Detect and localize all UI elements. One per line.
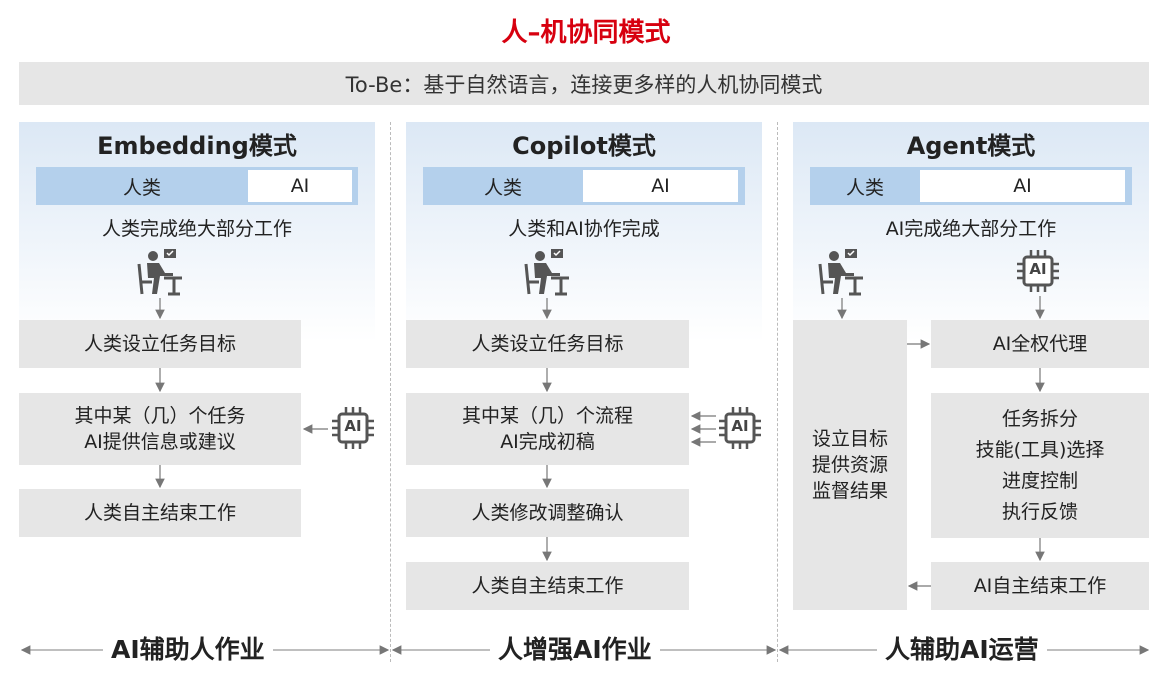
column-bg xyxy=(406,122,762,342)
chip-label: AI xyxy=(731,417,749,435)
step-line: 执行反馈 xyxy=(1001,500,1078,523)
divider xyxy=(390,122,391,662)
step-line: 其中某（几）个任务 xyxy=(74,405,246,427)
step-box: 人类设立任务目标 xyxy=(19,320,301,368)
human-share: 人类 xyxy=(122,176,161,199)
mode-title: Embedding模式 xyxy=(97,132,297,160)
divider xyxy=(777,122,778,662)
step-box: 其中某（几）个任务 AI提供信息或建议 xyxy=(19,393,301,465)
step-box: 人类修改调整确认 xyxy=(406,489,689,537)
mode-footer: 人增强AI作业 xyxy=(490,630,660,666)
human-share: 人类 xyxy=(483,176,522,199)
chip-label: AI xyxy=(1029,260,1047,278)
column-bg xyxy=(793,122,1149,342)
mode-title: Copilot模式 xyxy=(512,132,656,160)
step-line: 技能(工具)选择 xyxy=(975,438,1105,461)
mode-footer: 人辅助AI运营 xyxy=(877,630,1047,666)
mode-summary: 人类和AI协作完成 xyxy=(508,218,660,240)
ratio-bar: 人类 AI xyxy=(810,167,1132,205)
ai-share: AI xyxy=(920,170,1125,202)
step-box: 人类自主结束工作 xyxy=(406,562,689,610)
role-line: 设立目标 xyxy=(811,428,888,450)
step-line: 任务拆分 xyxy=(1001,407,1078,430)
page-title: 人–机协同模式 xyxy=(501,18,671,48)
column-bg xyxy=(19,122,375,342)
step-line: AI完成初稿 xyxy=(500,431,595,453)
step-box: 任务拆分 技能(工具)选择 进度控制 执行反馈 xyxy=(931,393,1149,538)
mode-summary: AI完成绝大部分工作 xyxy=(885,218,1057,240)
step-box: 人类自主结束工作 xyxy=(19,489,301,537)
mode-footer: AI辅助人作业 xyxy=(103,630,273,666)
ai-share: AI xyxy=(583,170,738,202)
ai-chip-icon: AI xyxy=(717,405,763,451)
chip-label: AI xyxy=(344,417,362,435)
human-share: 人类 xyxy=(845,176,884,199)
step-box: AI全权代理 xyxy=(931,320,1149,368)
person-at-desk-icon xyxy=(524,249,569,296)
person-at-desk-icon xyxy=(137,249,182,296)
person-at-desk-icon xyxy=(818,249,863,296)
step-line: 其中某（几）个流程 xyxy=(461,405,633,427)
step-box: 人类设立任务目标 xyxy=(406,320,689,368)
human-role-box: 设立目标 提供资源 监督结果 xyxy=(793,320,907,610)
ratio-bar: 人类 AI xyxy=(423,167,745,205)
ratio-bar: 人类 AI xyxy=(36,167,358,205)
step-line: AI提供信息或建议 xyxy=(84,431,236,453)
mode-title: Agent模式 xyxy=(906,132,1036,160)
role-line: 监督结果 xyxy=(811,480,888,502)
ai-chip-icon: AI xyxy=(1015,248,1061,294)
mode-summary: 人类完成绝大部分工作 xyxy=(101,218,292,240)
role-line: 提供资源 xyxy=(811,454,888,476)
step-box: AI自主结束工作 xyxy=(931,562,1149,610)
step-box: 其中某（几）个流程 AI完成初稿 xyxy=(406,393,689,465)
ai-share: AI xyxy=(248,170,352,202)
ai-chip-icon: AI xyxy=(330,405,376,451)
banner: To-Be：基于自然语言，连接更多样的人机协同模式 xyxy=(19,62,1149,105)
step-line: 进度控制 xyxy=(1001,469,1078,492)
